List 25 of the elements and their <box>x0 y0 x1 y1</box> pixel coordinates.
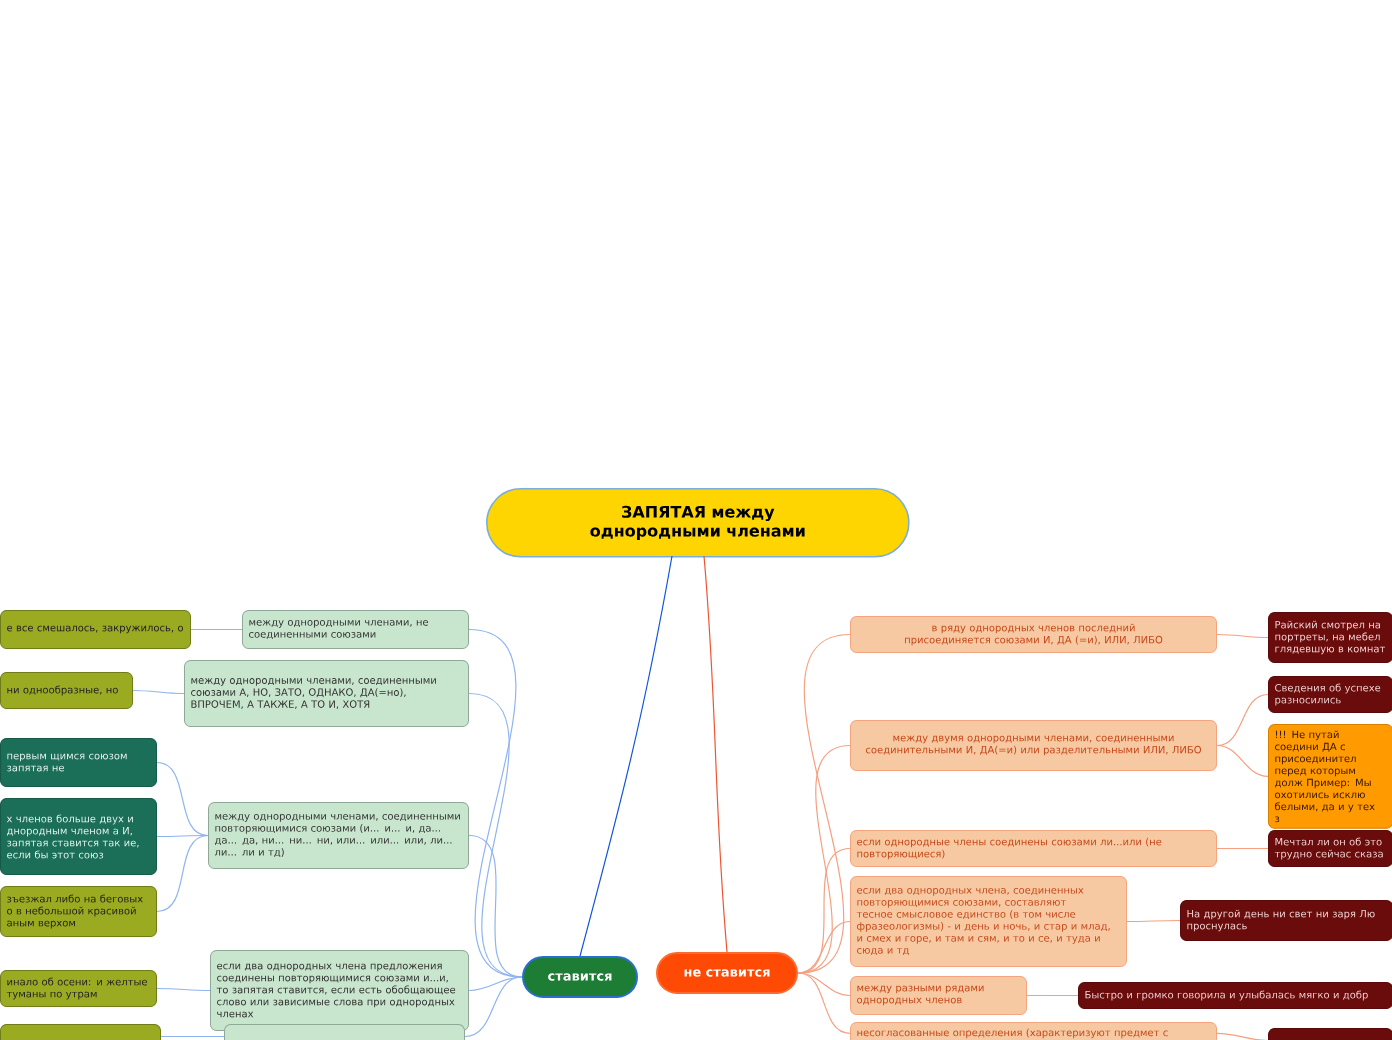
connector <box>156 761 209 837</box>
connector <box>703 555 728 953</box>
connector <box>1216 847 1269 850</box>
connector <box>156 834 209 913</box>
title-pill: ЗАПЯТАЯ между однородными членами <box>486 488 910 558</box>
connector <box>468 834 523 978</box>
connector <box>468 628 523 978</box>
connector <box>797 972 851 1034</box>
connector <box>160 1035 225 1038</box>
box <box>0 1024 161 1040</box>
connector <box>156 834 209 838</box>
connector <box>579 555 673 957</box>
connector <box>464 976 523 1038</box>
connector <box>1216 744 1269 777</box>
connector <box>156 987 211 992</box>
connector <box>1126 919 1181 923</box>
connector <box>797 972 851 997</box>
connector <box>797 920 851 974</box>
box <box>224 1024 465 1040</box>
connector <box>190 628 243 631</box>
connector <box>1216 693 1269 747</box>
connector <box>132 689 185 695</box>
connector <box>1216 633 1269 639</box>
connector <box>1026 994 1079 997</box>
box <box>1268 1028 1392 1040</box>
